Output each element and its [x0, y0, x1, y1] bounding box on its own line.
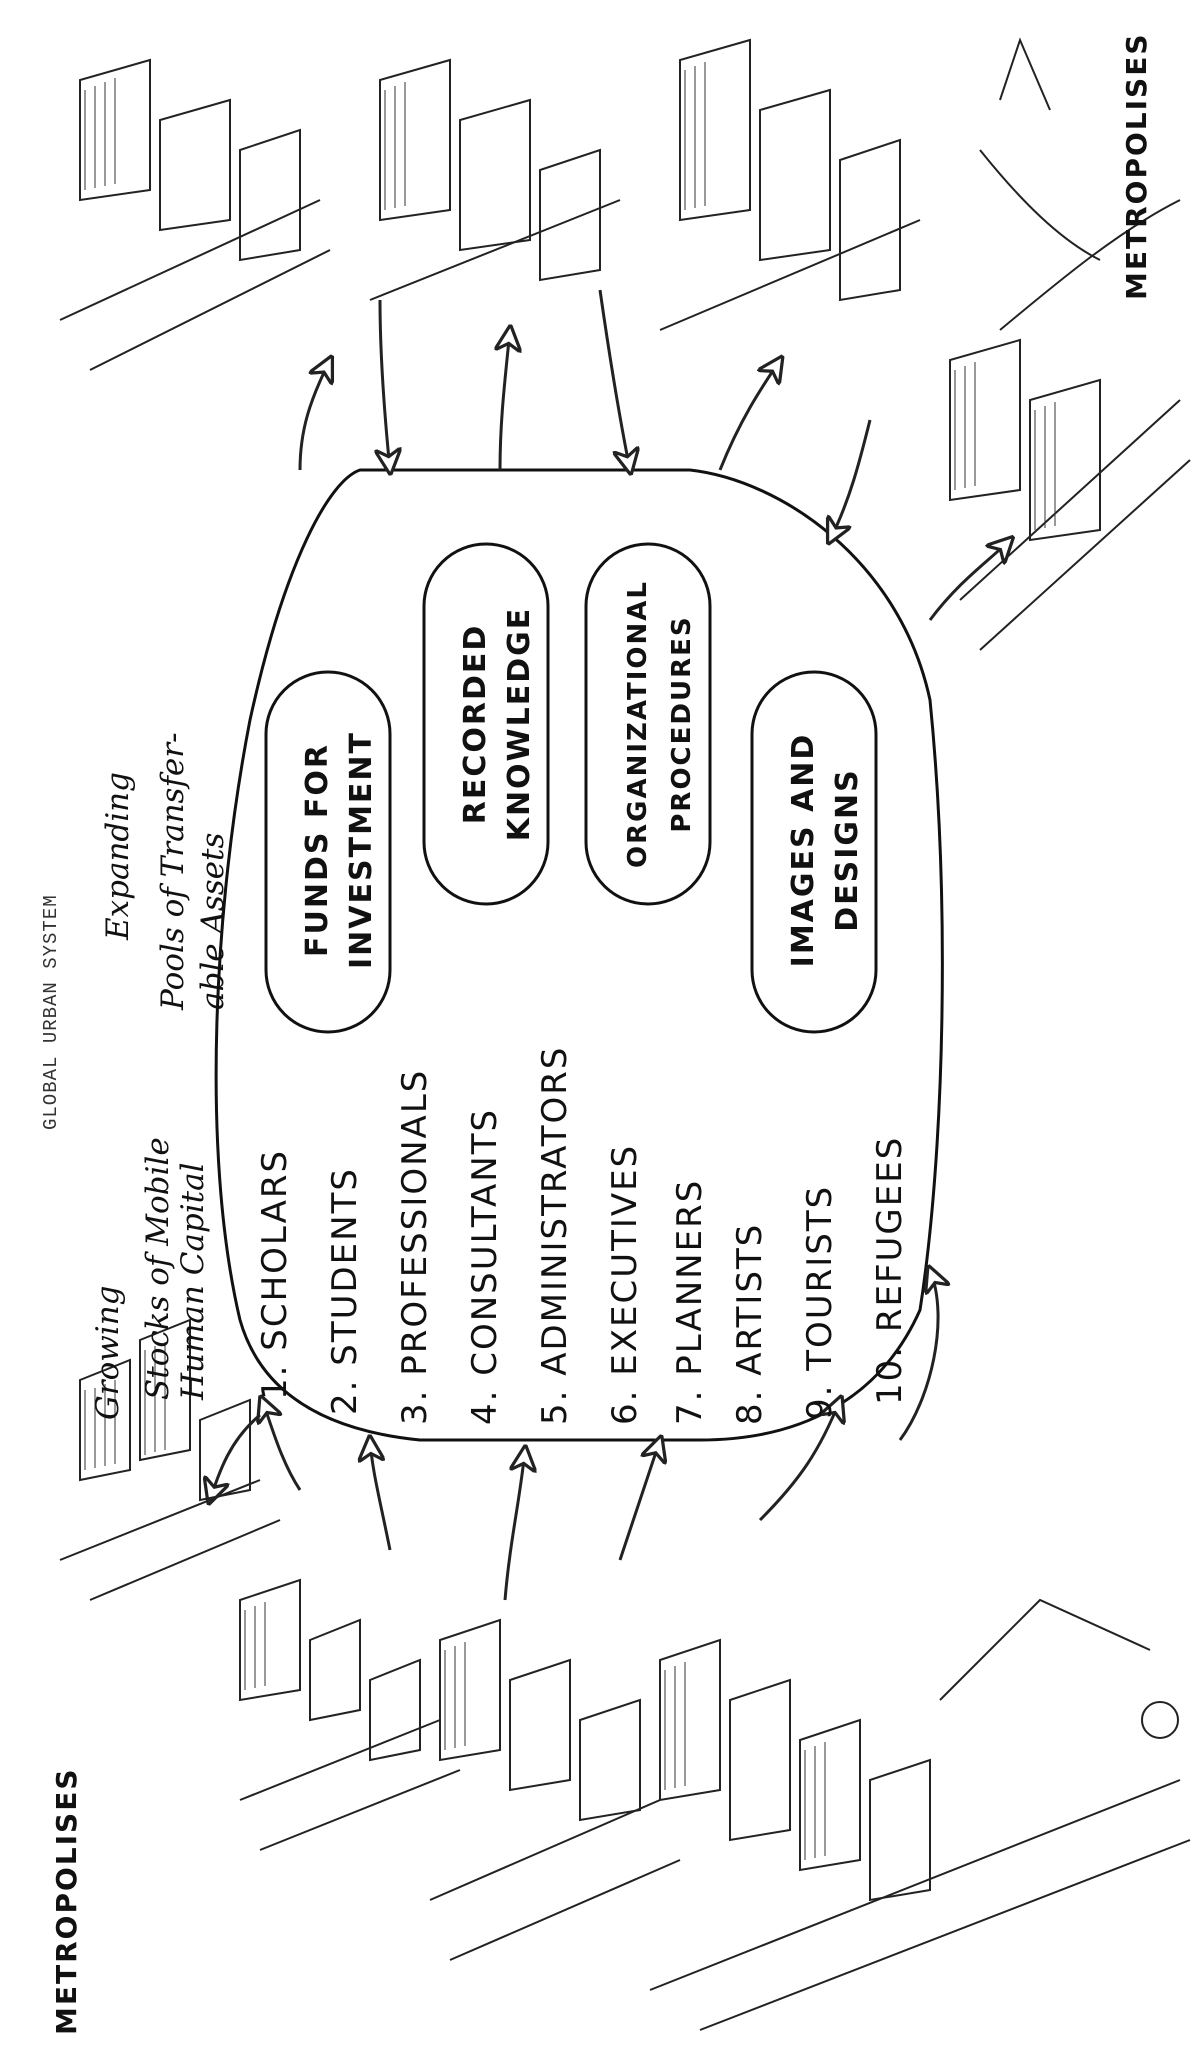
pool-label-funds: FUNDS FOR INVESTMENT — [296, 700, 384, 1000]
metropolis-sketches-right — [59, 37, 1191, 651]
flow-arrows-left — [210, 1270, 938, 1601]
pool-label-funds-line2: INVESTMENT — [344, 731, 379, 969]
assets-heading-line1: Expanding — [100, 772, 136, 940]
pool-label-images-line1: IMAGES AND — [786, 732, 821, 968]
human-capital-heading-line2: Stocks of Mobile — [140, 1137, 176, 1400]
assets-heading-line3: able Assets — [195, 832, 231, 1010]
human-capital-item: 8. ARTISTS — [730, 1222, 770, 1425]
pool-label-images-line2: DESIGNS — [830, 768, 865, 932]
assets-heading-line2: Pools of Transfer- — [155, 732, 191, 1010]
pool-label-procedures-line1: ORGANIZATIONAL — [623, 580, 653, 868]
human-capital-item: 7. PLANNERS — [670, 1178, 710, 1425]
pool-label-procedures: ORGANIZATIONAL PROCEDURES — [616, 564, 704, 884]
human-capital-heading-line3: Human Capital — [175, 1162, 211, 1400]
pool-label-images: IMAGES AND DESIGNS — [782, 700, 870, 1000]
human-capital-item: 4. CONSULTANTS — [465, 1107, 505, 1425]
human-capital-item: 2. STUDENTS — [325, 1167, 365, 1415]
human-capital-item: 5. ADMINISTRATORS — [535, 1045, 575, 1425]
pool-label-knowledge-line1: RECORDED — [458, 623, 493, 825]
human-capital-item: 9. TOURISTS — [800, 1184, 840, 1420]
human-capital-item: 6. EXECUTIVES — [605, 1143, 645, 1425]
flow-arrows-right — [298, 289, 1010, 621]
pool-oval-knowledge — [422, 542, 550, 906]
human-capital-item: 10. REFUGEES — [870, 1135, 910, 1405]
pool-oval-procedures — [584, 542, 712, 906]
pool-label-knowledge: RECORDED KNOWLEDGE — [454, 574, 542, 874]
diagram-title: GLOBAL URBAN SYSTEM — [40, 894, 62, 1130]
pool-label-procedures-line2: PROCEDURES — [667, 615, 697, 833]
human-capital-item: 3. PROFESSIONALS — [395, 1068, 435, 1425]
pool-oval-funds — [264, 670, 392, 1034]
human-capital-item: 1. SCHOLARS — [255, 1148, 295, 1400]
metropolises-label-right: METROPOLISES — [1120, 32, 1153, 301]
metropolises-label-left: METROPOLISES — [50, 1767, 83, 2036]
pool-oval-images — [750, 670, 878, 1034]
human-capital-heading-line1: Growing — [90, 1285, 126, 1420]
metropolis-sketches-left — [59, 1318, 1191, 2031]
pool-label-funds-line1: FUNDS FOR — [300, 743, 335, 958]
pool-label-knowledge-line2: KNOWLEDGE — [502, 606, 537, 842]
